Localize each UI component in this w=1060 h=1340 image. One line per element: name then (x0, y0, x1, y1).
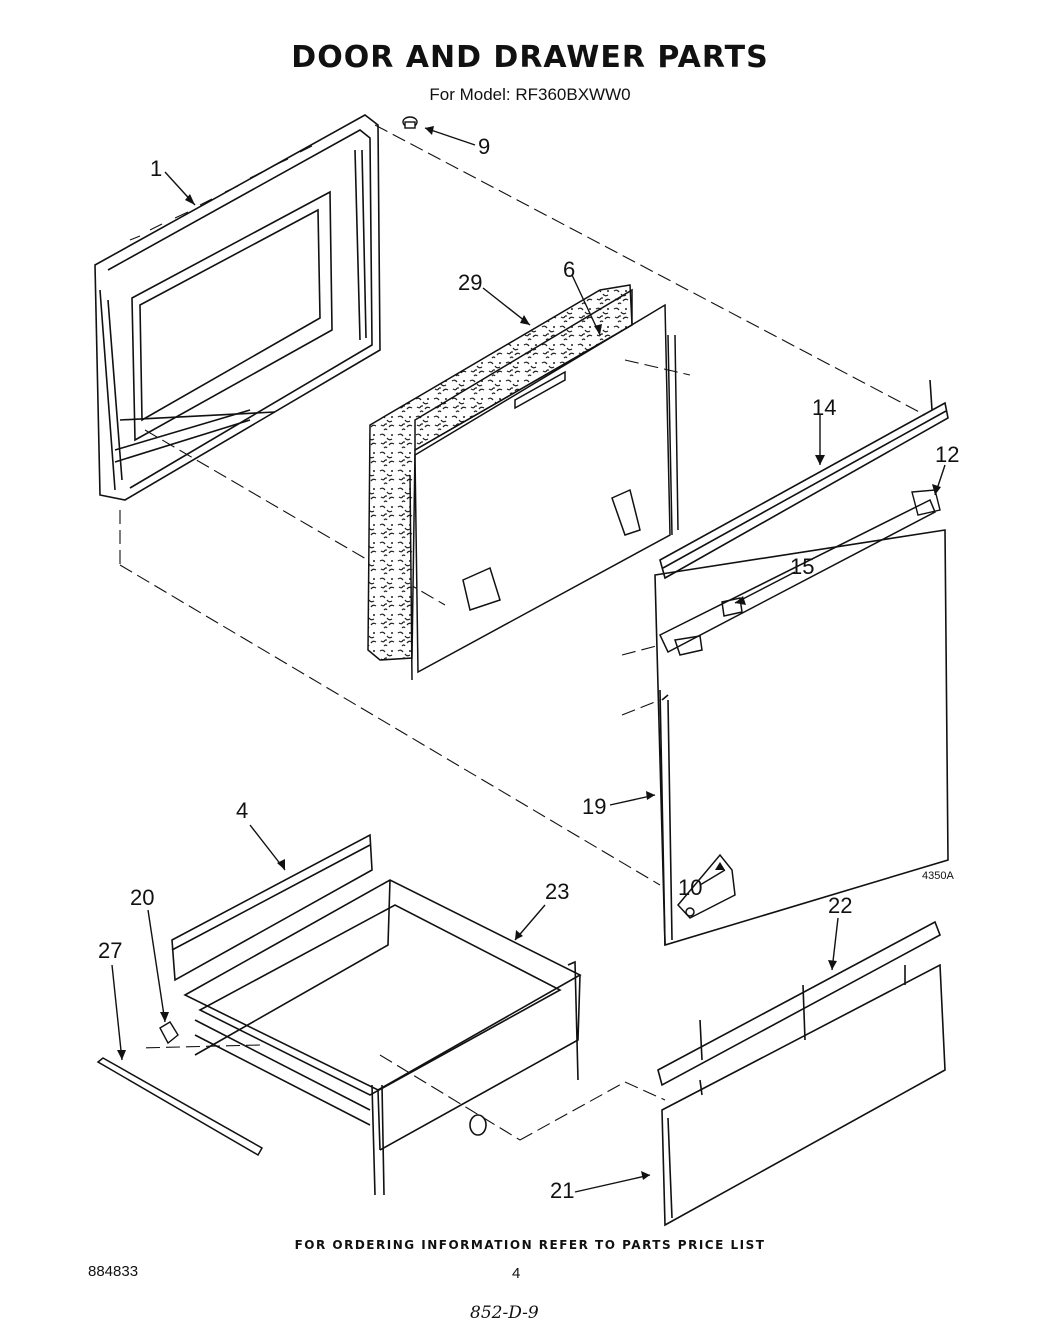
inner-door-liner (409, 303, 679, 681)
callout-15: 15 (790, 554, 815, 579)
callout-12: 12 (935, 442, 960, 467)
door-handle-bar (659, 498, 936, 656)
callout-leaders (111, 127, 946, 1193)
door-hinge-clip (677, 853, 736, 919)
drawer-trim-strip (657, 920, 941, 1087)
drawer-front-panel (661, 963, 946, 1227)
callout-27: 27 (98, 938, 123, 963)
door-insulation (367, 284, 633, 661)
screw-part (402, 116, 418, 129)
callout-10: 10 (678, 875, 703, 900)
callout-29: 29 (458, 270, 483, 295)
leader-arrowheads (117, 126, 941, 1180)
callout-1: 1 (150, 156, 163, 181)
callout-22: 22 (828, 893, 853, 918)
door-glass-panel (654, 529, 949, 947)
callout-21: 21 (550, 1178, 575, 1203)
page-title: DOOR AND DRAWER PARTS (291, 40, 769, 75)
ordering-note: FOR ORDERING INFORMATION REFER TO PARTS … (294, 1238, 766, 1252)
drawer-body (183, 879, 582, 1196)
top-trim-strip (659, 379, 949, 580)
drawer-roller-clip (159, 1021, 179, 1045)
figure-code: 4350A (922, 870, 954, 882)
callout-20: 20 (130, 885, 155, 910)
callout-19: 19 (582, 794, 607, 819)
callout-14: 14 (812, 395, 837, 420)
callout-6: 6 (563, 257, 576, 282)
callout-23: 23 (545, 879, 570, 904)
callout-4: 4 (236, 798, 249, 823)
callout-9: 9 (478, 134, 491, 159)
page-number: 4 (512, 1265, 521, 1282)
document-number: 884833 (88, 1263, 139, 1280)
drawer-slide-rail (96, 1057, 264, 1157)
handwritten-note: 852-D-9 (470, 1303, 539, 1323)
drawer-front-strip (171, 833, 373, 982)
model-subtitle: For Model: RF360BXWW0 (429, 85, 631, 104)
outer-door-panel (94, 114, 381, 501)
